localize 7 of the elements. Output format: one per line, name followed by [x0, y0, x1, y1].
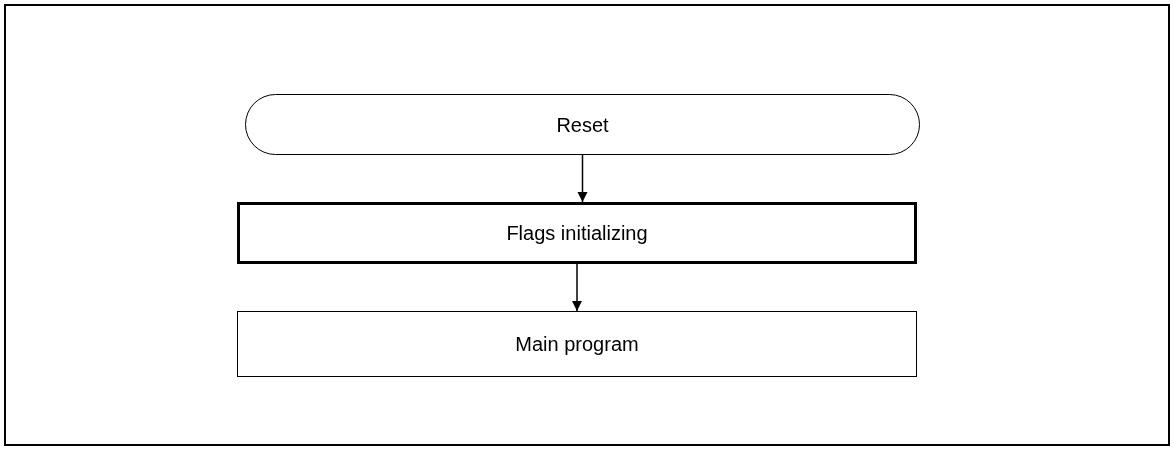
node-label: Flags initializing — [506, 221, 648, 246]
process-box — [237, 311, 917, 377]
process-box — [237, 202, 917, 264]
arrow — [577, 154, 588, 203]
node-label: Reset — [556, 112, 609, 138]
arrow — [572, 263, 582, 312]
node-label: Main program — [515, 332, 639, 357]
